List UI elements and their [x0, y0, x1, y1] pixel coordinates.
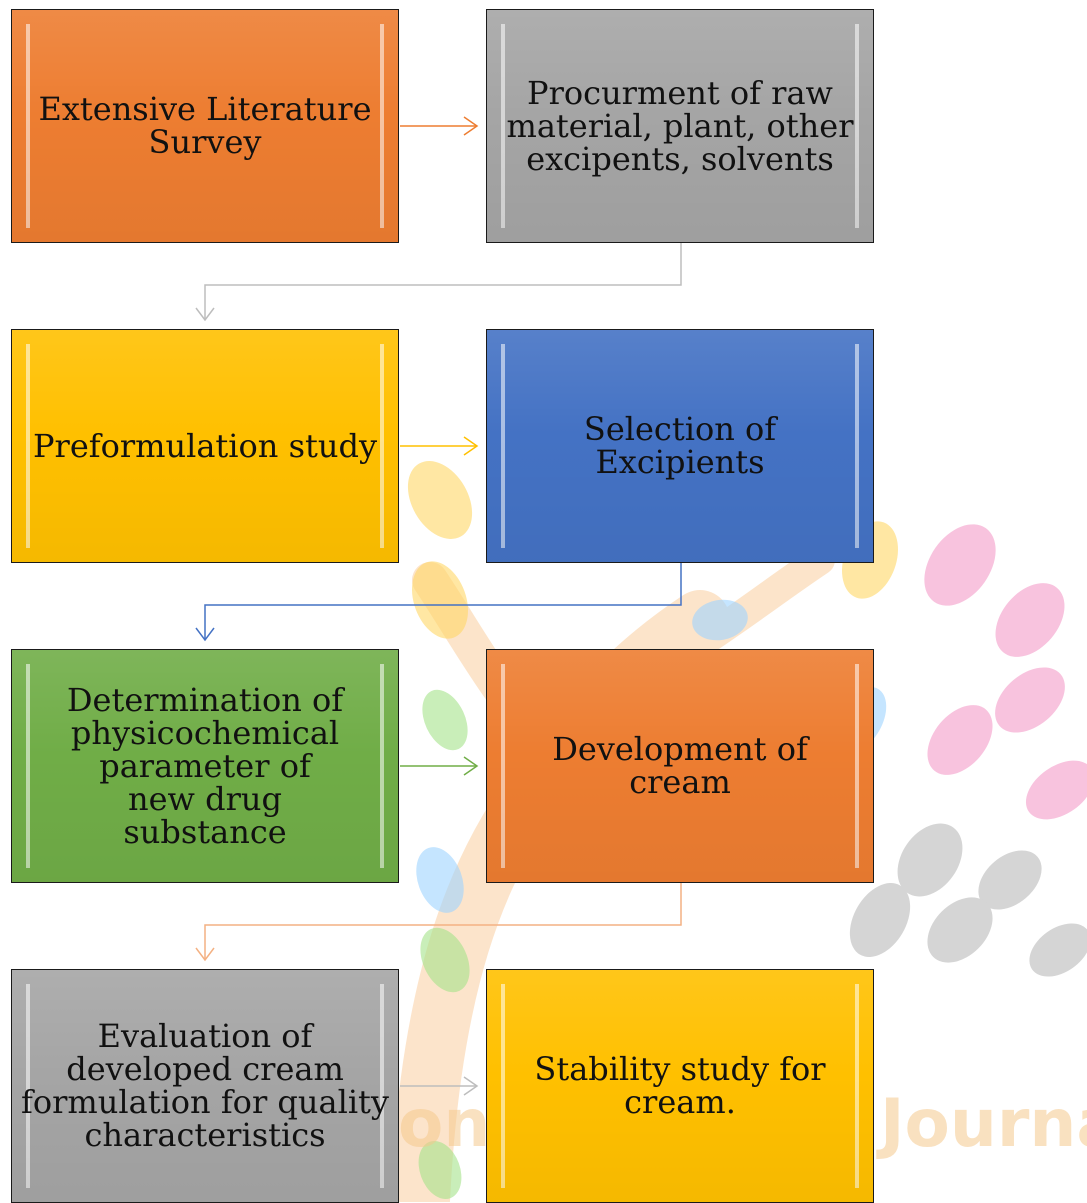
node-label: Stability study for cream.: [534, 1050, 826, 1121]
edge-n2-n3: [195, 243, 682, 322]
edge-n7-n8: [400, 1076, 479, 1096]
edge-n3-n4: [400, 436, 479, 456]
node-stability-study: Stability study for cream.: [486, 969, 874, 1203]
node-preformulation: Preformulation study: [11, 329, 399, 563]
node-label: Evaluation of developed cream formulatio…: [21, 1017, 389, 1154]
node-label: Procurment of raw material, plant, other…: [506, 73, 854, 178]
node-physicochemical: Determination of physicochemical paramet…: [11, 649, 399, 883]
node-selection-excipients: Selection of Excipients: [486, 329, 874, 563]
node-label: Development of cream: [552, 730, 808, 801]
edge-n5-n6: [400, 756, 479, 776]
edge-n1-n2: [400, 116, 479, 136]
node-label: Preformulation study: [32, 426, 378, 465]
watermark-text-2: Journa: [880, 1085, 1087, 1162]
edge-n6-n7: [195, 883, 682, 962]
node-label: Determination of physicochemical paramet…: [66, 680, 344, 851]
node-development-cream: Development of cream: [486, 649, 874, 883]
node-procurement: Procurment of raw material, plant, other…: [486, 9, 874, 243]
edge-n4-n5: [195, 563, 682, 642]
node-evaluation: Evaluation of developed cream formulatio…: [11, 969, 399, 1203]
node-label: Selection of Excipients: [583, 410, 777, 481]
node-label: Extensive Literature Survey: [38, 90, 372, 161]
node-literature-survey: Extensive Literature Survey: [11, 9, 399, 243]
